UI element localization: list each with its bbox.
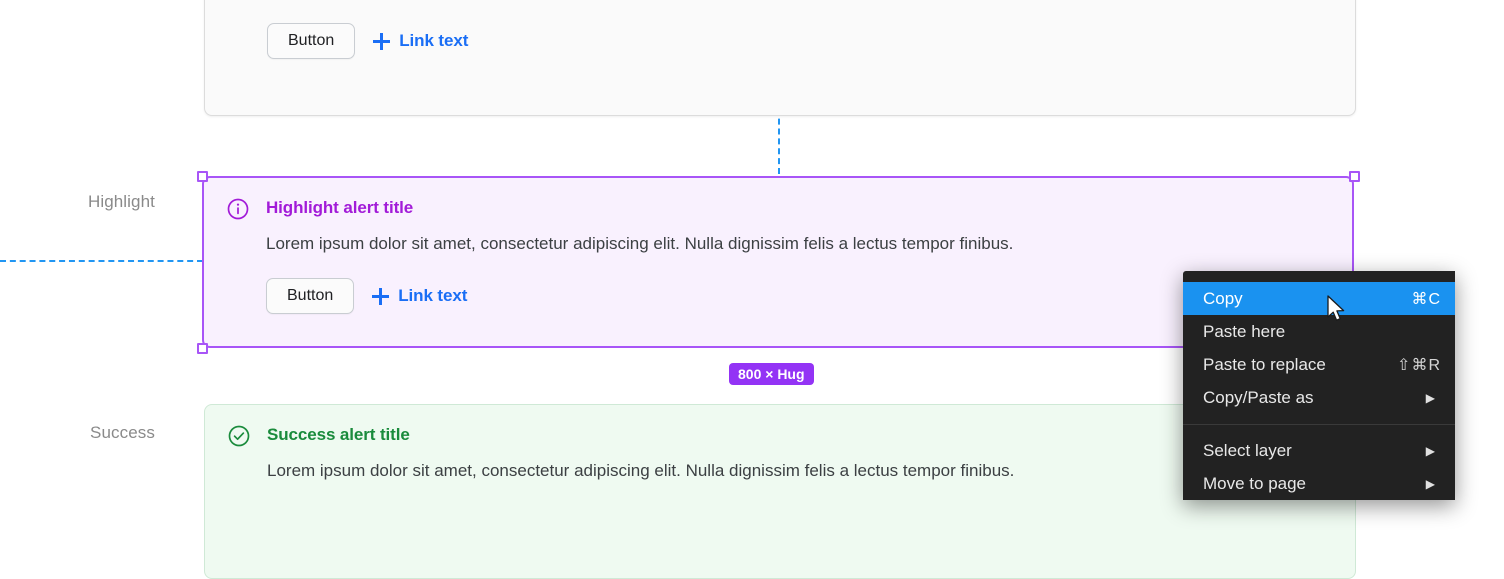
menu-item-label: Paste to replace (1203, 354, 1326, 374)
menu-separator (1183, 424, 1455, 425)
selection-handle-top-right[interactable] (1349, 171, 1360, 182)
menu-item-shortcut: ⌘C (1411, 290, 1441, 308)
alert-body-highlight: Lorem ipsum dolor sit amet, consectetur … (266, 234, 1014, 253)
selection-size-badge: 800 × Hug (729, 363, 814, 385)
row-label-success: Success (90, 423, 155, 442)
menu-item-label: Copy (1203, 288, 1243, 308)
alert-title-highlight: Highlight alert title (266, 198, 414, 217)
selection-handle-bottom-left[interactable] (197, 343, 208, 354)
menu-item-shortcut: ⇧⌘R (1397, 356, 1441, 374)
plus-icon (372, 287, 390, 305)
alert-body-success: Lorem ipsum dolor sit amet, consectetur … (267, 461, 1015, 480)
alert-actions-default: Button Link text (267, 23, 1333, 59)
alert-title-success: Success alert title (267, 425, 410, 444)
alert-button-highlight[interactable]: Button (266, 278, 355, 314)
chevron-right-icon: ▶ (1425, 390, 1435, 405)
alert-link-default[interactable]: Link text (373, 31, 468, 51)
row-label-highlight: Highlight (87, 192, 155, 211)
alert-actions-highlight: Button Link text (266, 278, 1330, 314)
menu-item-paste-here[interactable]: Paste here (1183, 315, 1455, 348)
alert-button-default[interactable]: Button (267, 23, 356, 59)
menu-item-label: Select layer (1203, 440, 1292, 460)
menu-item-copy-paste-as[interactable]: Copy/Paste as ▶ (1183, 381, 1455, 414)
menu-item-label: Move to page (1203, 473, 1307, 493)
menu-item-copy[interactable]: Copy ⌘C (1183, 282, 1455, 315)
chevron-right-icon: ▶ (1425, 476, 1435, 491)
alert-link-label-highlight: Link text (398, 286, 468, 305)
alert-link-label-default: Link text (399, 31, 469, 50)
alert-card-highlight[interactable]: Highlight alert title Lorem ipsum dolor … (202, 176, 1354, 348)
menu-item-select-layer[interactable]: Select layer ▶ (1183, 434, 1455, 467)
info-circle-icon (226, 197, 250, 221)
alert-card-default[interactable]: Lorem ipsum dolor sit amet, consectetur … (204, 0, 1356, 116)
plus-icon (373, 32, 391, 50)
check-circle-icon (227, 424, 251, 448)
menu-item-label: Copy/Paste as (1203, 387, 1314, 407)
selection-handle-top-left[interactable] (197, 171, 208, 182)
menu-item-move-to-page[interactable]: Move to page ▶ (1183, 467, 1455, 500)
chevron-right-icon: ▶ (1425, 443, 1435, 458)
menu-item-label: Paste here (1203, 321, 1286, 341)
alert-link-highlight[interactable]: Link text (372, 286, 467, 306)
context-menu[interactable]: Copy ⌘C Paste here Paste to replace ⇧⌘R … (1183, 271, 1455, 500)
menu-item-paste-to-replace[interactable]: Paste to replace ⇧⌘R (1183, 348, 1455, 381)
alert-body-default: Lorem ipsum dolor sit amet, consectetur … (267, 0, 1333, 1)
horizontal-measurement-guide (0, 260, 203, 262)
